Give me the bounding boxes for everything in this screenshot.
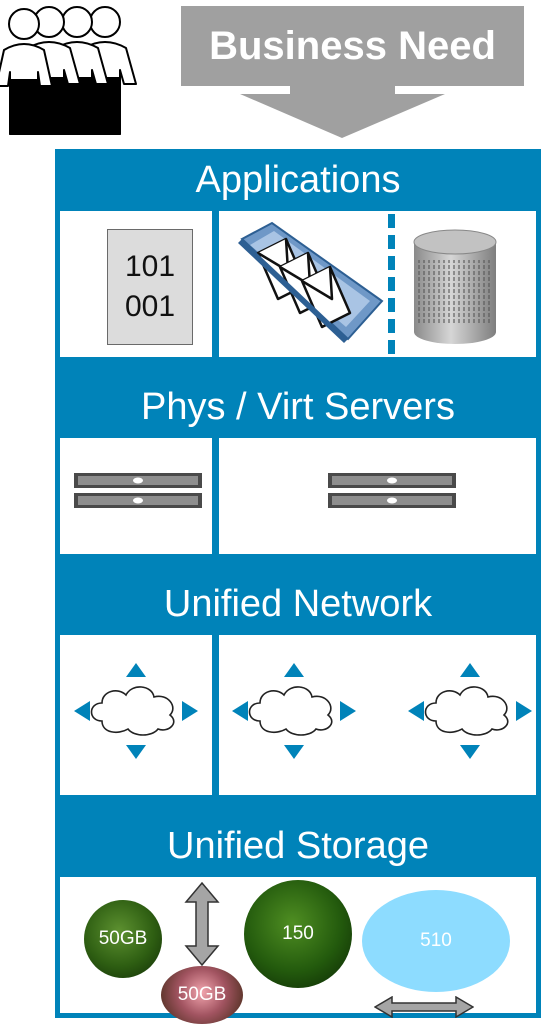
volume-label: 50GB xyxy=(177,984,227,1005)
database-icon xyxy=(412,228,498,346)
server-icon xyxy=(74,473,202,509)
storage-volume-50gb-pink: 50GB xyxy=(161,966,243,1024)
down-arrow-icon xyxy=(240,82,445,138)
network-cloud-icon xyxy=(232,663,356,759)
storage-layer-title: Unified Storage xyxy=(55,815,541,877)
network-title-text: Unified Network xyxy=(163,582,433,625)
storage-title-text: Unified Storage xyxy=(167,824,429,867)
applications-title-text: Applications xyxy=(195,158,401,201)
storage-volume-510: 510 xyxy=(362,890,510,992)
people-group-icon xyxy=(0,0,140,138)
mail-tray-icon xyxy=(236,219,384,345)
servers-title-text: Phys / Virt Servers xyxy=(141,385,455,428)
network-layer-title: Unified Network xyxy=(55,573,541,635)
network-cloud-icon xyxy=(408,663,532,759)
horizontal-arrow-icon xyxy=(373,995,475,1019)
applications-layer-title: Applications xyxy=(55,149,541,211)
storage-volume-50gb: 50GB xyxy=(84,900,162,978)
network-cloud-icon xyxy=(74,663,198,759)
volume-label: 510 xyxy=(420,930,452,951)
binary-document-icon: 101 001 xyxy=(107,229,193,345)
volume-label: 50GB xyxy=(98,928,148,949)
binary-line-2: 001 xyxy=(124,290,176,323)
binary-line-1: 101 xyxy=(124,250,176,283)
business-need-banner: Business Need xyxy=(181,6,524,86)
storage-volume-150: 150 xyxy=(244,880,352,988)
vertical-arrow-icon xyxy=(184,881,220,967)
dashed-divider xyxy=(388,214,395,354)
business-need-title: Business Need xyxy=(209,23,496,68)
server-icon xyxy=(328,473,456,509)
servers-layer-title: Phys / Virt Servers xyxy=(55,376,541,438)
volume-label: 150 xyxy=(282,923,314,944)
